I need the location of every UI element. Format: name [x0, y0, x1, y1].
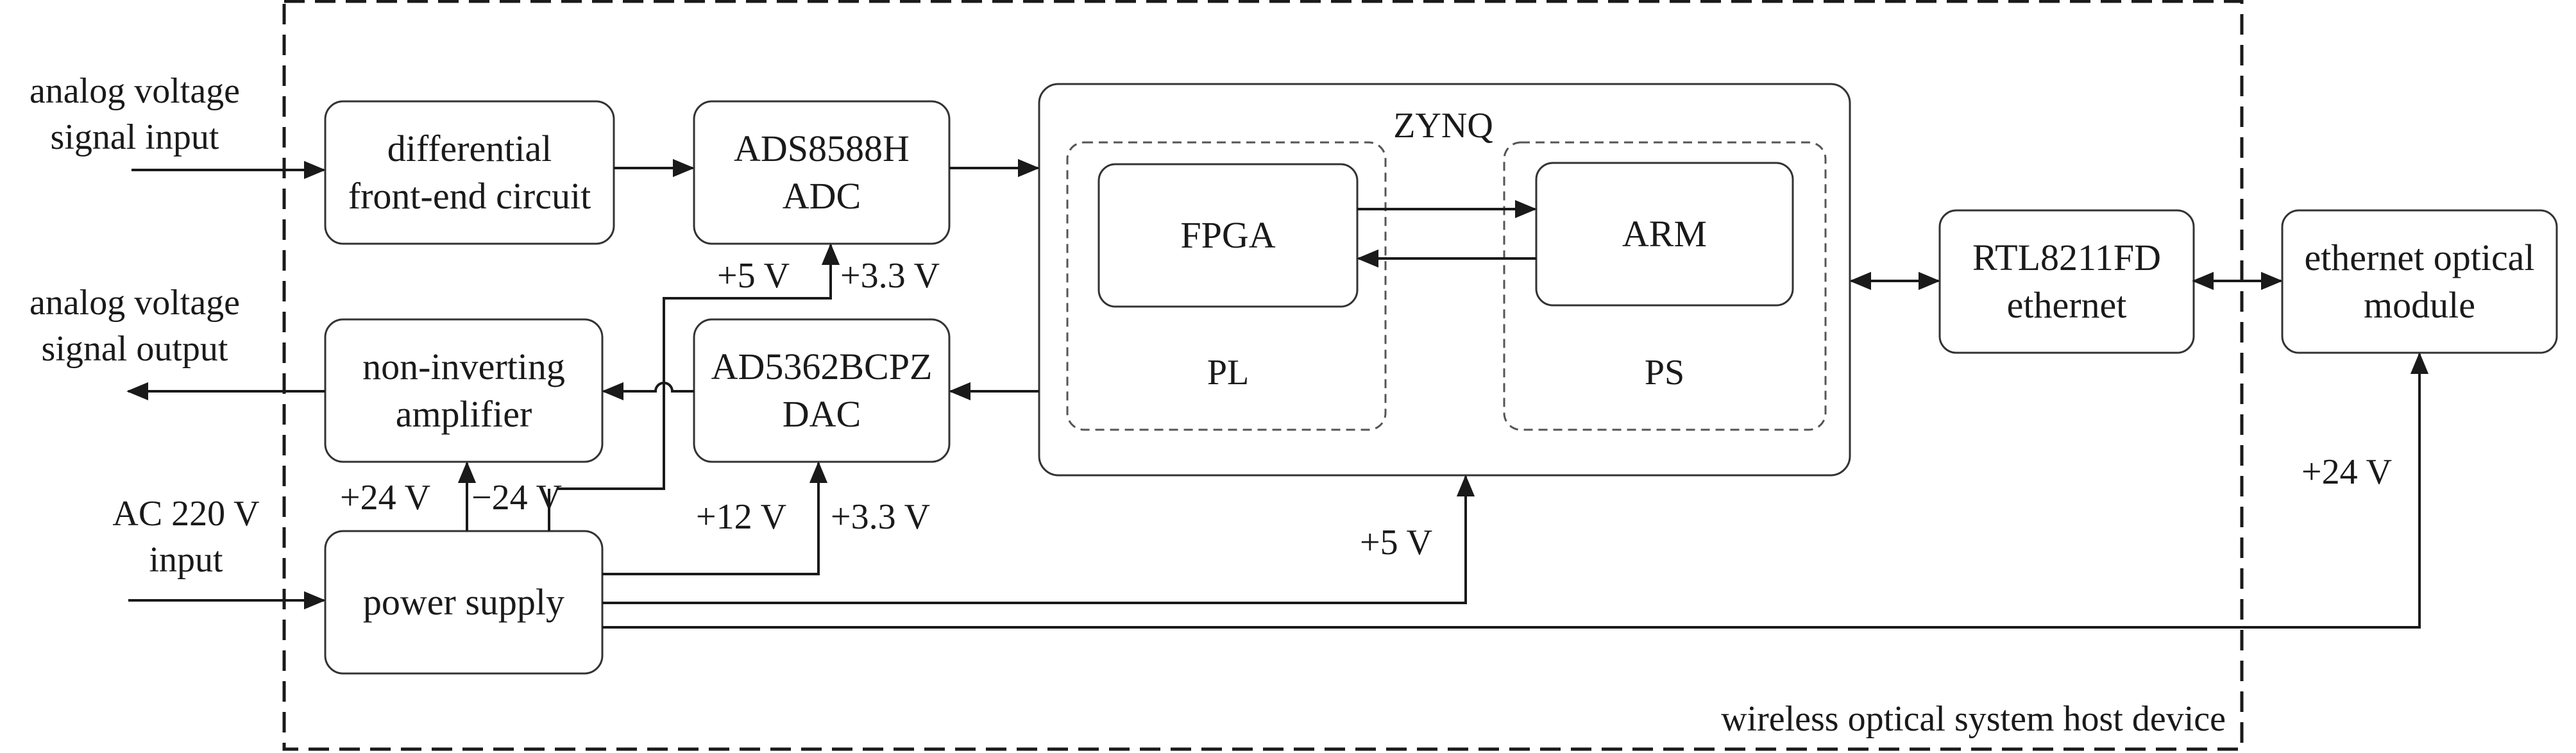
- amp-neg24-label: −24 V: [471, 478, 563, 518]
- adc-5v-label: +5 V: [717, 256, 790, 296]
- fpga-box: [1097, 163, 1359, 308]
- host-device-frame: [282, 0, 2244, 751]
- ps-region: [1503, 141, 1827, 431]
- fpga-label: FPGA: [1180, 214, 1276, 256]
- arm-label: ARM: [1622, 213, 1707, 255]
- host-device-label: wireless optical system host device: [1721, 699, 2226, 739]
- zynq-5v-label: +5 V: [1360, 523, 1433, 563]
- optical-24v-label: +24 V: [2301, 452, 2393, 492]
- adc-5v-rail: [557, 243, 840, 490]
- optical-24v-rail: [602, 352, 2429, 629]
- zynq-5v-rail: [602, 475, 1475, 604]
- dac-to-amplifier-arrow: [602, 382, 694, 401]
- pl-label: PL: [1207, 353, 1250, 393]
- dac-12v-label: +12 V: [696, 497, 787, 537]
- dac-3v3-label: +3.3 V: [831, 497, 931, 537]
- zynq-title: ZYNQ: [1393, 106, 1493, 146]
- power-supply-label: power supply: [362, 581, 565, 623]
- dac-12v-rail: [602, 461, 828, 575]
- amp-pos24-label: +24 V: [340, 478, 431, 518]
- adc-3v3-label: +3.3 V: [840, 256, 940, 296]
- signal-connections: [126, 158, 2283, 610]
- power-connections: [457, 243, 2429, 629]
- ps-label: PS: [1644, 353, 1685, 393]
- arm-box: [1535, 162, 1794, 307]
